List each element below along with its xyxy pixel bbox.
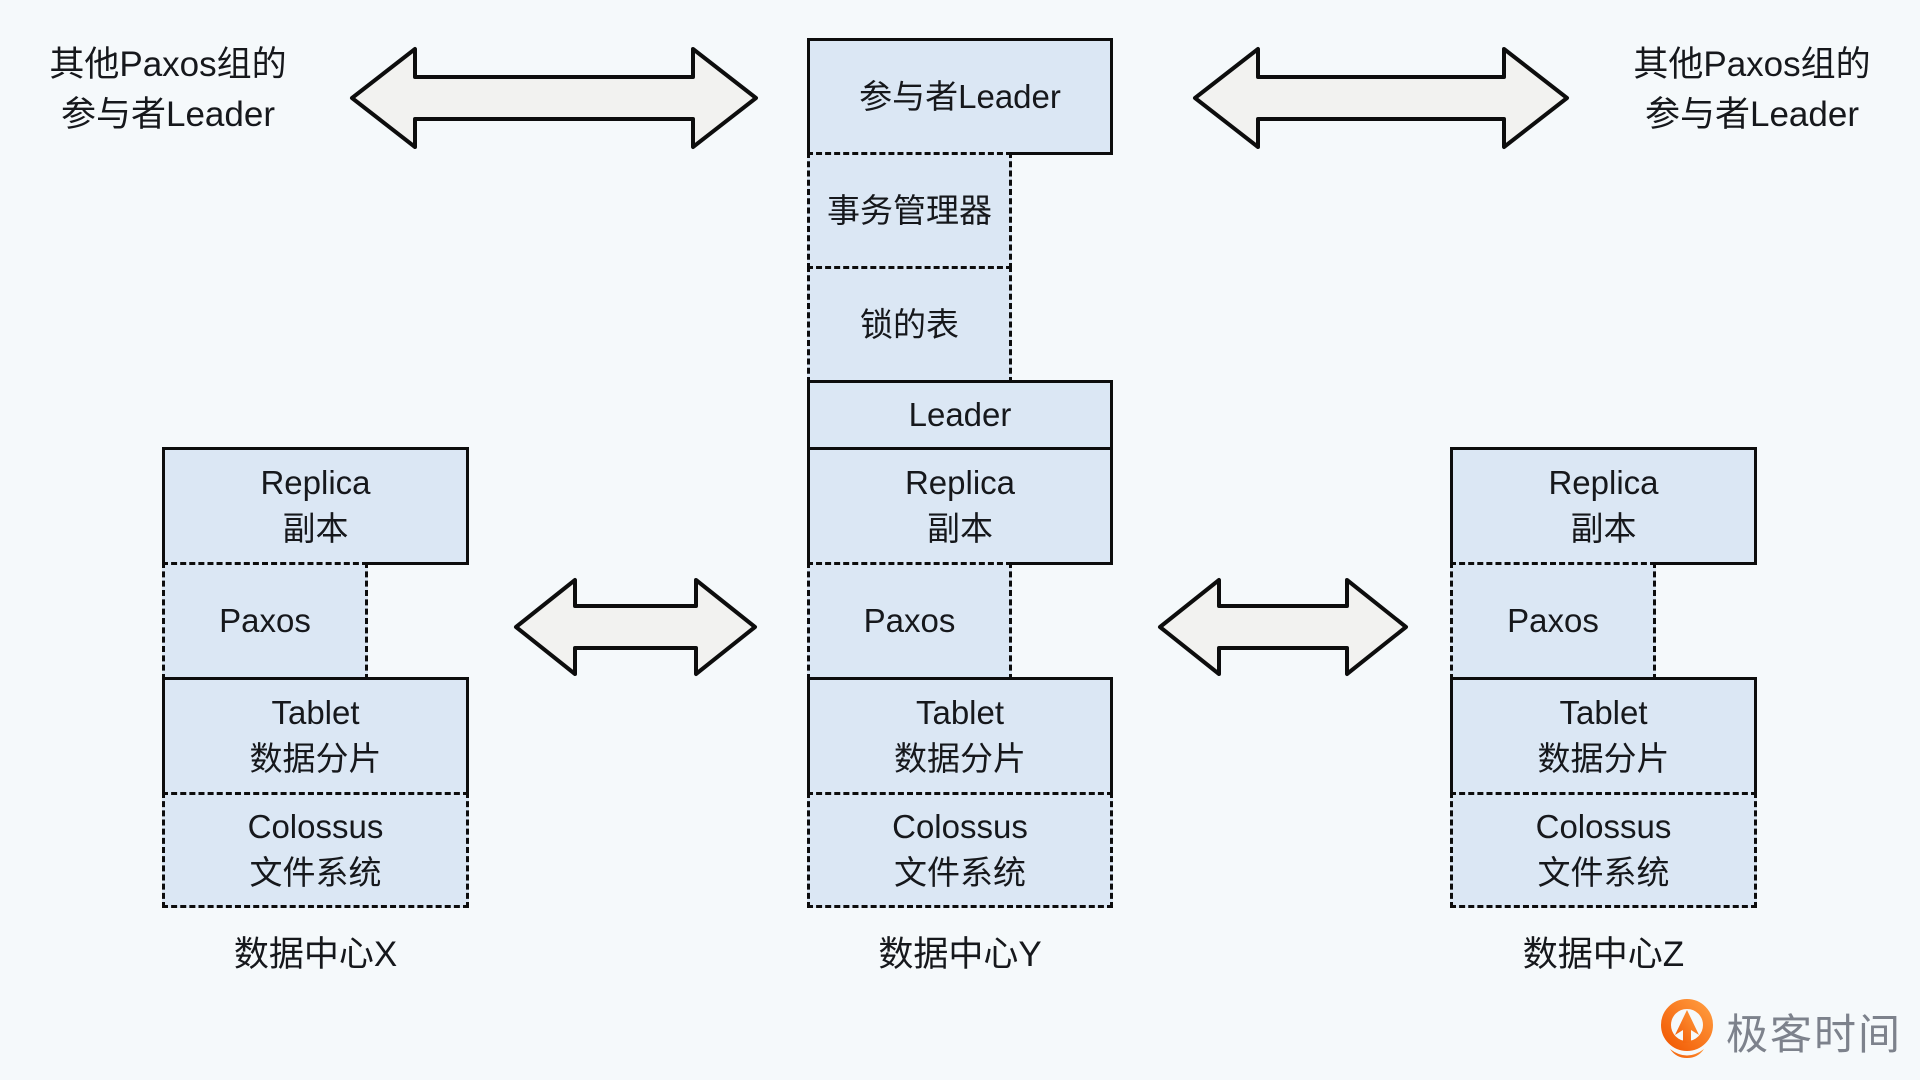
box-tablet-z: Tablet 数据分片 bbox=[1450, 677, 1757, 795]
other-paxos-group-label-right: 其他Paxos组的 参与者Leader bbox=[1606, 40, 1898, 140]
box-label: 副本 bbox=[927, 510, 993, 547]
box-label: 副本 bbox=[1570, 510, 1637, 547]
box-label: Replica bbox=[904, 464, 1016, 501]
label-line: 其他Paxos组的 bbox=[49, 45, 287, 84]
box-lock-table-y: 锁的表 bbox=[807, 266, 1012, 383]
box-participant-leader-y: 参与者Leader bbox=[807, 38, 1113, 155]
box-colossus-z: Colossus 文件系统 bbox=[1450, 792, 1757, 908]
box-label: 副本 bbox=[282, 510, 349, 547]
box-label: 锁的表 bbox=[860, 305, 959, 343]
box-label: 数据分片 bbox=[1537, 740, 1670, 777]
double-arrow-icon bbox=[514, 578, 757, 676]
box-label: Leader bbox=[908, 396, 1012, 433]
box-replica-y: Replica 副本 bbox=[807, 447, 1113, 565]
geektime-icon bbox=[1661, 999, 1713, 1058]
box-label: 文件系统 bbox=[249, 854, 382, 891]
box-label: Paxos bbox=[219, 602, 311, 639]
double-arrow-icon bbox=[1158, 578, 1408, 676]
box-label: Paxos bbox=[1507, 602, 1599, 639]
box-label: 文件系统 bbox=[894, 854, 1026, 891]
box-label: 文件系统 bbox=[1537, 854, 1670, 891]
box-label: Tablet bbox=[915, 694, 1005, 731]
box-tablet-x: Tablet 数据分片 bbox=[162, 677, 469, 795]
datacenter-z-caption: 数据中心Z bbox=[1522, 935, 1685, 974]
other-paxos-group-label-left: 其他Paxos组的 参与者Leader bbox=[22, 40, 314, 140]
label-line: 其他Paxos组的 bbox=[1633, 45, 1871, 84]
box-paxos-x: Paxos bbox=[162, 562, 368, 680]
box-label: Replica bbox=[1548, 464, 1659, 501]
box-label: 参与者Leader bbox=[859, 77, 1061, 115]
box-label: 事务管理器 bbox=[827, 191, 992, 229]
box-label: Tablet bbox=[1559, 694, 1648, 731]
box-label: Colossus bbox=[1535, 808, 1672, 845]
box-leader-y: Leader bbox=[807, 380, 1113, 450]
label-line: 参与者Leader bbox=[61, 95, 275, 134]
box-transaction-manager-y: 事务管理器 bbox=[807, 152, 1012, 269]
geektime-logo: 极客时间 bbox=[1658, 998, 1902, 1064]
box-tablet-y: Tablet 数据分片 bbox=[807, 677, 1113, 795]
double-arrow-icon bbox=[350, 47, 758, 149]
box-paxos-y: Paxos bbox=[807, 562, 1012, 680]
double-arrow-icon bbox=[1193, 47, 1569, 149]
box-label: 数据分片 bbox=[894, 740, 1026, 777]
label-line: 参与者Leader bbox=[1645, 95, 1859, 134]
box-paxos-z: Paxos bbox=[1450, 562, 1656, 680]
datacenter-x-caption: 数据中心X bbox=[233, 935, 398, 974]
box-label: Colossus bbox=[892, 808, 1028, 845]
box-replica-x: Replica 副本 bbox=[162, 447, 469, 565]
box-colossus-x: Colossus 文件系统 bbox=[162, 792, 469, 908]
box-label: Tablet bbox=[271, 694, 360, 731]
box-label: Colossus bbox=[247, 808, 384, 845]
box-label: Paxos bbox=[863, 602, 956, 639]
geektime-logo-text: 极客时间 bbox=[1726, 1010, 1903, 1058]
box-replica-z: Replica 副本 bbox=[1450, 447, 1757, 565]
box-label: 数据分片 bbox=[249, 740, 382, 777]
box-label: Replica bbox=[260, 464, 371, 501]
box-colossus-y: Colossus 文件系统 bbox=[807, 792, 1113, 908]
datacenter-y-caption: 数据中心Y bbox=[878, 935, 1042, 974]
